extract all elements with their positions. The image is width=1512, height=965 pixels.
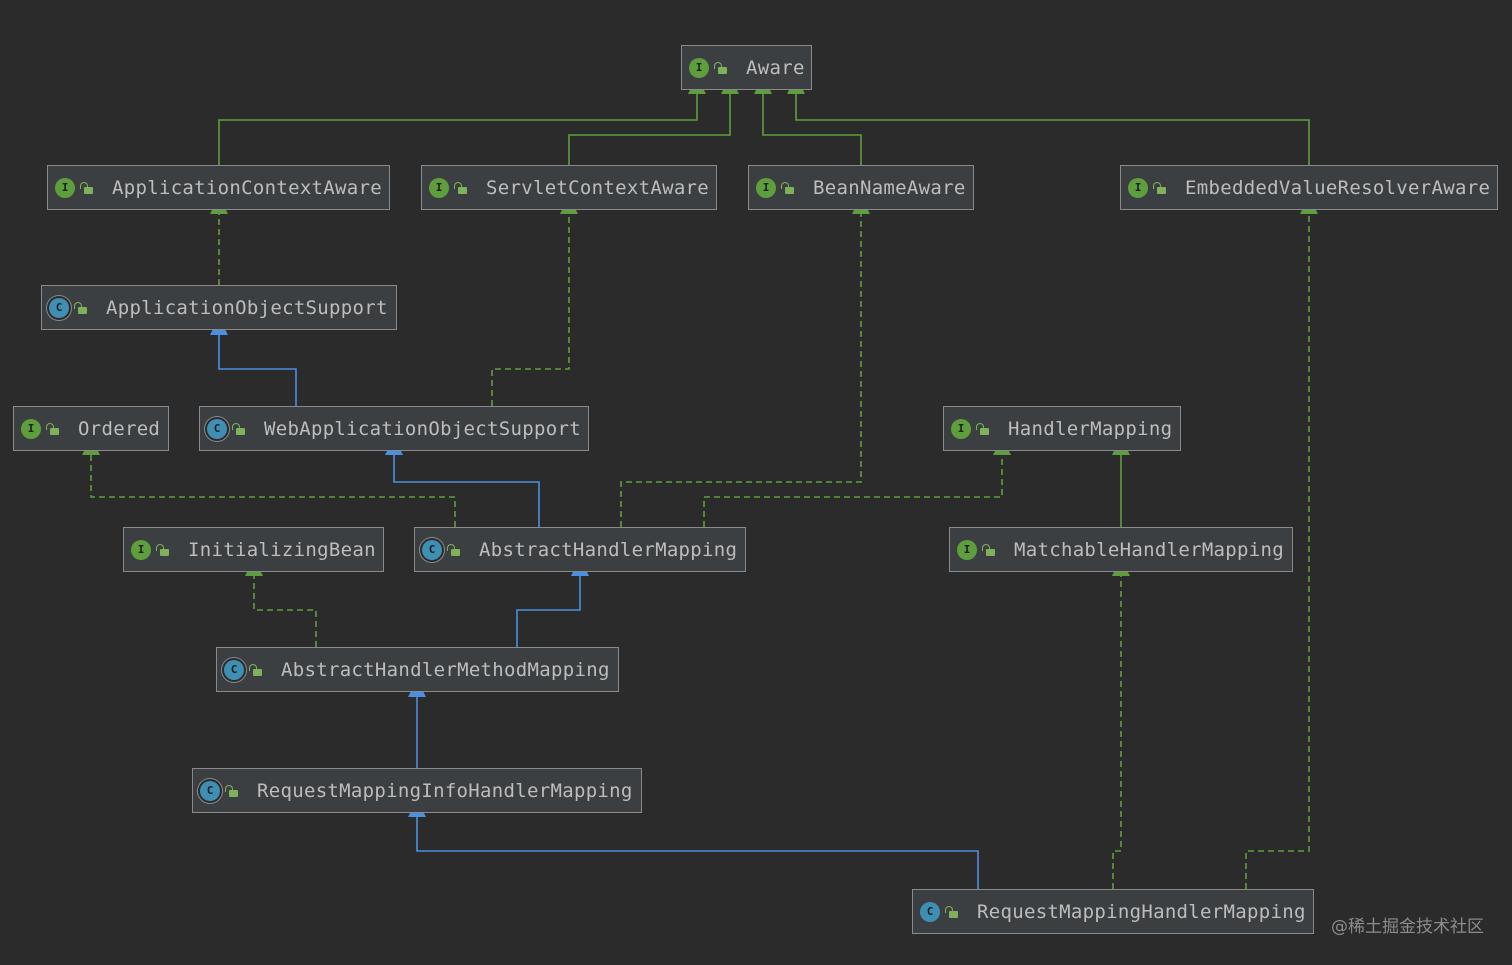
- edge-appCtxAware-to-aware: [218, 94, 698, 165]
- abstract-class-icon: C: [422, 539, 442, 560]
- public-lock-icon: [982, 543, 995, 556]
- edge-absHandlerMapping-to-handlerMapping: [703, 455, 1003, 527]
- abstract-class-icon: C: [207, 418, 227, 439]
- public-lock-icon: [945, 905, 958, 918]
- node-label: RequestMappingHandlerMapping: [977, 900, 1306, 923]
- class-icon: C: [920, 901, 940, 922]
- interface-icon: I: [951, 418, 971, 439]
- interface-icon: I: [429, 177, 449, 198]
- node-aware[interactable]: I Aware: [681, 45, 812, 90]
- node-label: AbstractHandlerMethodMapping: [281, 658, 610, 681]
- public-lock-icon: [1153, 181, 1166, 194]
- node-application-object-support[interactable]: C ApplicationObjectSupport: [41, 285, 397, 330]
- public-lock-icon: [447, 543, 460, 556]
- edge-embeddedAware-to-aware: [795, 94, 1310, 165]
- node-ordered[interactable]: I Ordered: [13, 406, 169, 451]
- interface-icon: I: [756, 177, 776, 198]
- node-servlet-context-aware[interactable]: I ServletContextAware: [421, 165, 717, 210]
- interface-icon: I: [1128, 177, 1148, 198]
- edge-rmHM-to-matchableHM: [1112, 576, 1122, 889]
- interface-icon: I: [55, 177, 75, 198]
- node-label: HandlerMapping: [1008, 417, 1173, 440]
- node-label: RequestMappingInfoHandlerMapping: [257, 779, 633, 802]
- edge-absHMM-to-initBean: [253, 576, 317, 647]
- interface-icon: I: [957, 539, 977, 560]
- interface-icon: I: [131, 539, 151, 560]
- edge-webAppObjSupport-to-servletCtxAware: [491, 214, 570, 406]
- node-label: MatchableHandlerMapping: [1014, 538, 1284, 561]
- public-lock-icon: [249, 663, 262, 676]
- node-label: ApplicationContextAware: [112, 176, 382, 199]
- public-lock-icon: [74, 301, 87, 314]
- node-request-mapping-handler-mapping[interactable]: C RequestMappingHandlerMapping: [912, 889, 1314, 934]
- edge-absHandlerMapping-to-webAppObjSupport: [393, 455, 540, 527]
- node-label: BeanNameAware: [813, 176, 966, 199]
- public-lock-icon: [80, 181, 93, 194]
- public-lock-icon: [46, 422, 59, 435]
- watermark: @稀土掘金技术社区: [1331, 917, 1484, 937]
- node-bean-name-aware[interactable]: I BeanNameAware: [748, 165, 974, 210]
- node-web-application-object-support[interactable]: C WebApplicationObjectSupport: [199, 406, 589, 451]
- node-label: ServletContextAware: [486, 176, 710, 199]
- node-application-context-aware[interactable]: I ApplicationContextAware: [47, 165, 390, 210]
- node-matchable-handler-mapping[interactable]: I MatchableHandlerMapping: [949, 527, 1293, 572]
- edge-servletCtxAware-to-aware: [568, 94, 731, 165]
- interface-icon: I: [689, 57, 709, 78]
- public-lock-icon: [976, 422, 989, 435]
- public-lock-icon: [232, 422, 245, 435]
- node-initializing-bean[interactable]: I InitializingBean: [123, 527, 384, 572]
- node-abstract-handler-method-mapping[interactable]: C AbstractHandlerMethodMapping: [216, 647, 619, 692]
- node-label: EmbeddedValueResolverAware: [1185, 176, 1491, 199]
- node-label: ApplicationObjectSupport: [106, 296, 388, 319]
- abstract-class-icon: C: [49, 297, 69, 318]
- node-abstract-handler-mapping[interactable]: C AbstractHandlerMapping: [414, 527, 746, 572]
- node-request-mapping-info-handler-mapping[interactable]: C RequestMappingInfoHandlerMapping: [192, 768, 642, 813]
- edge-absHMM-to-absHandlerMapping: [516, 576, 581, 647]
- node-label: AbstractHandlerMapping: [479, 538, 738, 561]
- node-label: WebApplicationObjectSupport: [264, 417, 581, 440]
- abstract-class-icon: C: [200, 780, 220, 801]
- node-label: InitializingBean: [188, 538, 376, 561]
- public-lock-icon: [225, 784, 238, 797]
- abstract-class-icon: C: [224, 659, 244, 680]
- edge-beanNameAware-to-aware: [762, 94, 862, 165]
- node-handler-mapping[interactable]: I HandlerMapping: [943, 406, 1181, 451]
- interface-icon: I: [21, 418, 41, 439]
- edge-webAppObjSupport-to-appObjSupport: [218, 335, 297, 406]
- node-embedded-value-resolver-aware[interactable]: I EmbeddedValueResolverAware: [1120, 165, 1498, 210]
- edge-rmHM-to-rmiHM: [416, 817, 979, 889]
- node-label: Aware: [746, 56, 805, 79]
- edge-absHandlerMapping-to-ordered: [90, 455, 456, 527]
- public-lock-icon: [156, 543, 169, 556]
- edge-absHandlerMapping-to-beanNameAware: [620, 214, 862, 527]
- public-lock-icon: [454, 181, 467, 194]
- public-lock-icon: [781, 181, 794, 194]
- public-lock-icon: [714, 61, 727, 74]
- node-label: Ordered: [78, 417, 161, 440]
